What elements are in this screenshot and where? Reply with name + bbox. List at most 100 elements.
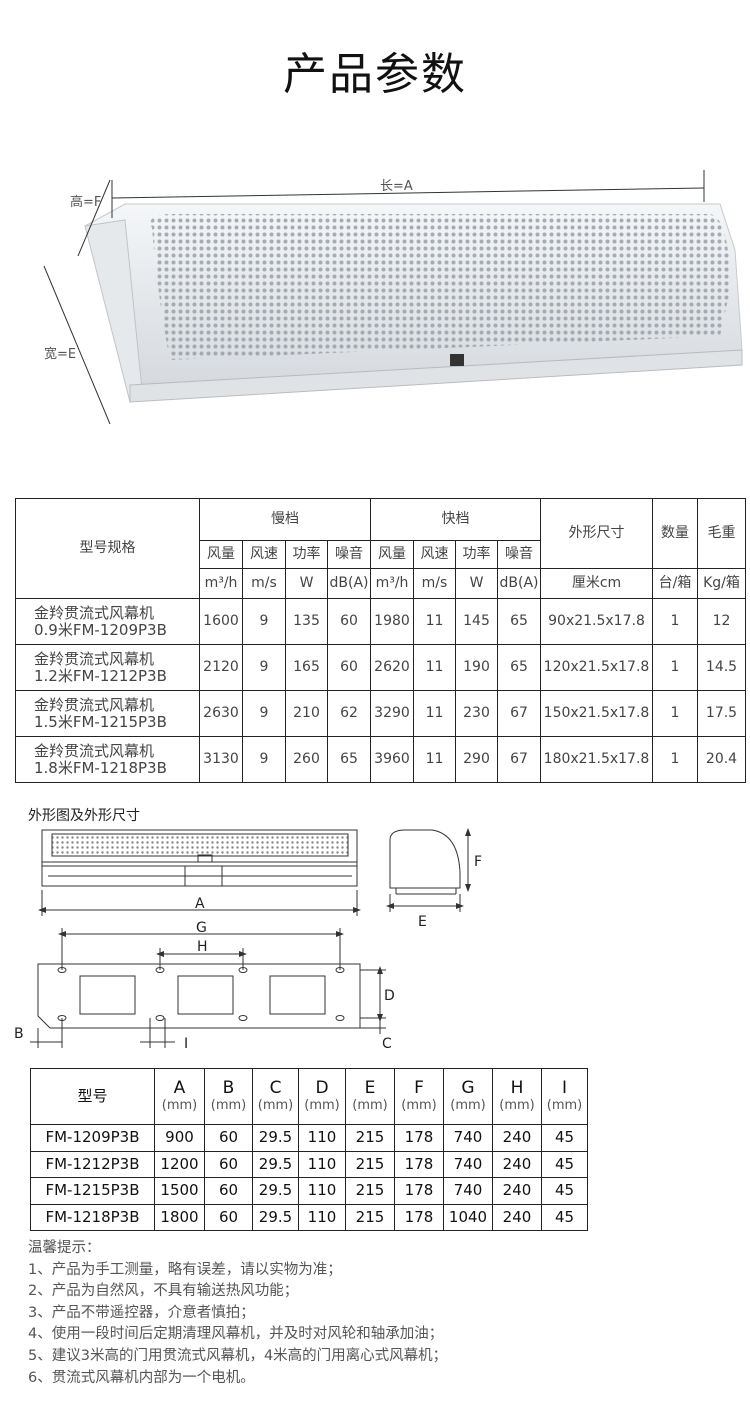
unit: m/s (413, 568, 456, 599)
product-model: 1.8米FM-1218P3B (34, 758, 167, 777)
dims-cell: 150x21.5x17.8 (540, 690, 653, 737)
value-cell: 9 (242, 644, 286, 691)
dimension-lines (43, 170, 705, 425)
value-cell: 65 (327, 736, 371, 783)
value-cell: 110 (298, 1150, 346, 1178)
model-header: 型号 (30, 1068, 155, 1125)
spec-table: 型号规格 慢档 快档 外形尺寸 数量 毛重 风量风速功率噪音风量风速功率噪音 m… (15, 498, 746, 783)
label-B: B (14, 1026, 24, 1042)
value-cell: 145 (455, 598, 498, 645)
label-E: E (418, 914, 427, 930)
label-H: H (197, 939, 208, 955)
value-cell: 240 (492, 1150, 542, 1178)
unit: W (455, 568, 498, 599)
value-cell: 215 (345, 1150, 395, 1178)
note-item: 3、产品不带遥控器，介意者慎拍； (28, 1304, 255, 1321)
note-item: 4、使用一段时间后定期清理风幕机，并及时对风轮和轴承加油； (28, 1326, 444, 1343)
label-D: D (384, 988, 395, 1004)
width-label: 宽=E (44, 346, 76, 362)
sub-header: 风量 (370, 540, 414, 569)
column-unit: (mm) (161, 1097, 198, 1113)
sub-header: 噪音 (327, 540, 371, 569)
switch-icon (450, 354, 464, 366)
column-letter: H (510, 1078, 524, 1099)
value-cell: 165 (285, 644, 328, 691)
value-cell: 2120 (199, 644, 243, 691)
sub-header: 噪音 (497, 540, 541, 569)
value-cell: 67 (497, 736, 541, 783)
section-title: 外形图及外形尺寸 (28, 808, 140, 824)
value-cell: 29.5 (252, 1124, 299, 1152)
notes: 温馨提示： 1、产品为手工测量，略有误差，请以实物为准；2、产品为自然风，不具有… (28, 1238, 447, 1389)
page-title: 产品参数 (283, 49, 467, 100)
column-header: F(mm) (394, 1068, 444, 1125)
value-cell: 29.5 (252, 1150, 299, 1178)
column-letter: C (269, 1078, 282, 1099)
value-cell: 2630 (199, 690, 243, 737)
product-name: 金羚贯流式风幕机 (34, 604, 155, 622)
value-cell: 29.5 (252, 1177, 299, 1205)
label-G: G (196, 920, 207, 936)
value-cell: 60 (204, 1150, 253, 1178)
product-image: 长=A 高=F 宽=E (43, 170, 743, 425)
value-cell: 45 (541, 1124, 588, 1152)
weight-header: 毛重 (697, 498, 746, 569)
unit: m³/h (370, 568, 414, 599)
unit: dB(A) (497, 568, 541, 599)
value-cell: 110 (298, 1203, 346, 1231)
model-header: 型号规格 (15, 498, 200, 599)
qty-unit: 台/箱 (652, 568, 698, 599)
qty-cell: 1 (652, 598, 698, 645)
column-header: A(mm) (154, 1068, 205, 1125)
column-unit: (mm) (352, 1097, 388, 1113)
product-model: 0.9米FM-1209P3B (34, 620, 167, 639)
model-cell: FM-1209P3B (30, 1124, 155, 1152)
column-letter: F (414, 1078, 424, 1099)
column-letter: A (173, 1078, 186, 1099)
value-cell: 1800 (154, 1203, 205, 1231)
unit: W (285, 568, 328, 599)
value-cell: 740 (443, 1150, 493, 1178)
model-cell: FM-1212P3B (30, 1150, 155, 1178)
qty-cell: 1 (652, 690, 698, 737)
dims-unit: 厘米cm (540, 568, 653, 599)
value-cell: 190 (455, 644, 498, 691)
unit: m³/h (199, 568, 243, 599)
air-curtain-unit (84, 203, 743, 403)
model-cell: FM-1218P3B (30, 1203, 155, 1231)
column-letter: E (364, 1078, 376, 1099)
product-name: 金羚贯流式风幕机 (34, 696, 155, 714)
dims-header: 外形尺寸 (540, 498, 653, 569)
value-cell: 900 (154, 1124, 205, 1152)
value-cell: 9 (242, 690, 286, 737)
value-cell: 178 (394, 1203, 444, 1231)
fast-header: 快档 (370, 498, 541, 541)
column-unit: (mm) (546, 1097, 583, 1113)
notes-title: 温馨提示： (28, 1240, 101, 1256)
value-cell: 2620 (370, 644, 414, 691)
value-cell: 110 (298, 1124, 346, 1152)
column-header: D(mm) (298, 1068, 346, 1125)
value-cell: 60 (327, 644, 371, 691)
column-unit: (mm) (401, 1097, 437, 1113)
column-unit: (mm) (450, 1097, 486, 1113)
note-item: 5、建议3米高的门用贯流式风幕机，4米高的门用离心式风幕机； (28, 1347, 448, 1364)
value-cell: 1200 (154, 1150, 205, 1178)
column-header: H(mm) (492, 1068, 542, 1125)
sub-header: 风量 (199, 540, 243, 569)
unit: m/s (242, 568, 286, 599)
value-cell: 3290 (370, 690, 414, 737)
weight-cell: 14.5 (697, 644, 746, 691)
column-unit: (mm) (210, 1097, 247, 1113)
column-header: B(mm) (204, 1068, 253, 1125)
value-cell: 3130 (199, 736, 243, 783)
model-cell: FM-1215P3B (30, 1177, 155, 1205)
